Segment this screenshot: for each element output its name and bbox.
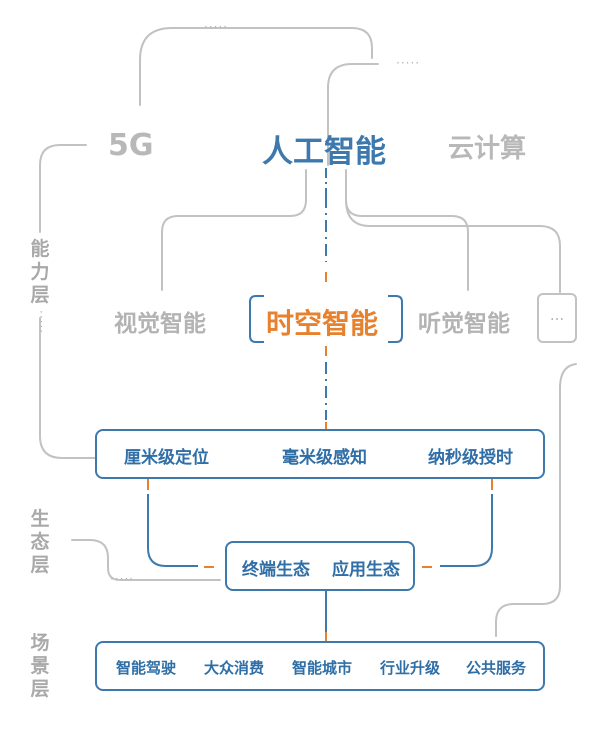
capability-spatiotemporal: 时空智能 xyxy=(266,307,379,340)
connector-auditory xyxy=(345,169,469,291)
tech-ai: 人工智能 xyxy=(262,134,386,170)
connector-capability-side-bottom xyxy=(39,317,97,459)
connector-capability-side-top xyxy=(39,144,87,233)
precision-cm-positioning: 厘米级定位 xyxy=(124,448,209,468)
capability-visual: 视觉智能 xyxy=(114,311,206,337)
capability-dots: ····· xyxy=(34,310,48,335)
connector-5g-top xyxy=(139,27,373,106)
connector-ecology-left xyxy=(71,539,221,581)
top-right-dots: ····· xyxy=(396,56,421,70)
scenario-smart-driving: 智能驾驶 xyxy=(116,659,177,677)
ecology-layer-label: 生态层 xyxy=(30,508,50,576)
scenario-public-service: 公共服务 xyxy=(466,659,527,677)
scenario-layer-label: 场景层 xyxy=(30,632,50,700)
top-left-dots: ····· xyxy=(204,20,229,34)
scenario-industry-upgrade: 行业升级 xyxy=(380,659,441,677)
ecology-application: 应用生态 xyxy=(332,560,400,580)
precision-mm-sensing: 毫米级感知 xyxy=(282,448,367,468)
connector-more xyxy=(345,199,561,293)
more-box xyxy=(537,293,577,343)
precision-box xyxy=(95,429,545,479)
scenario-box xyxy=(95,641,545,691)
ecology-dots: ····· xyxy=(110,572,135,586)
ecology-box xyxy=(225,541,415,591)
capability-layer-label: 能力层 xyxy=(30,238,50,306)
connector-visual xyxy=(161,169,307,291)
capability-more: ... xyxy=(549,306,565,324)
scenario-mass-consumption: 大众消费 xyxy=(204,659,265,677)
scenario-smart-city: 智能城市 xyxy=(292,659,353,677)
tech-cloud: 云计算 xyxy=(448,134,527,164)
capability-auditory: 听觉智能 xyxy=(418,311,510,337)
connector-ai-top xyxy=(327,63,379,166)
precision-ns-timing: 纳秒级授时 xyxy=(428,448,513,468)
ecology-terminal: 终端生态 xyxy=(242,560,310,580)
connector-scenario-right xyxy=(495,363,577,637)
tech-5g: 5G xyxy=(108,128,154,163)
